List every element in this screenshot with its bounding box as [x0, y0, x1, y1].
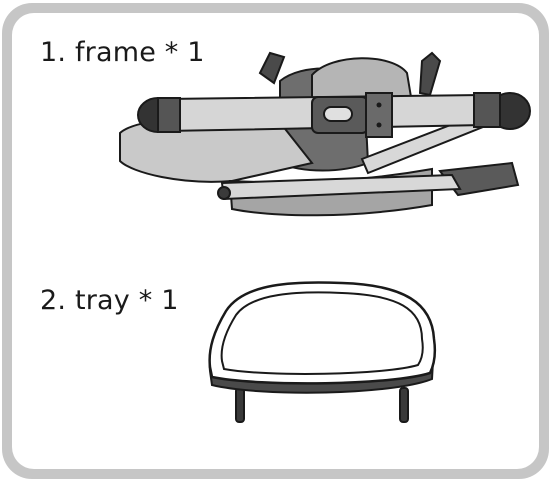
folded-highchair-frame-icon — [119, 51, 531, 217]
part-label-tray: 2. tray * 1 — [40, 285, 179, 316]
parts-list-panel: 1. frame * 1 2. tray * 1 — [12, 13, 539, 469]
part-label-frame: 1. frame * 1 — [40, 37, 205, 68]
parts-list-card: 1. frame * 1 2. tray * 1 — [2, 3, 549, 479]
highchair-tray-icon — [208, 281, 437, 423]
